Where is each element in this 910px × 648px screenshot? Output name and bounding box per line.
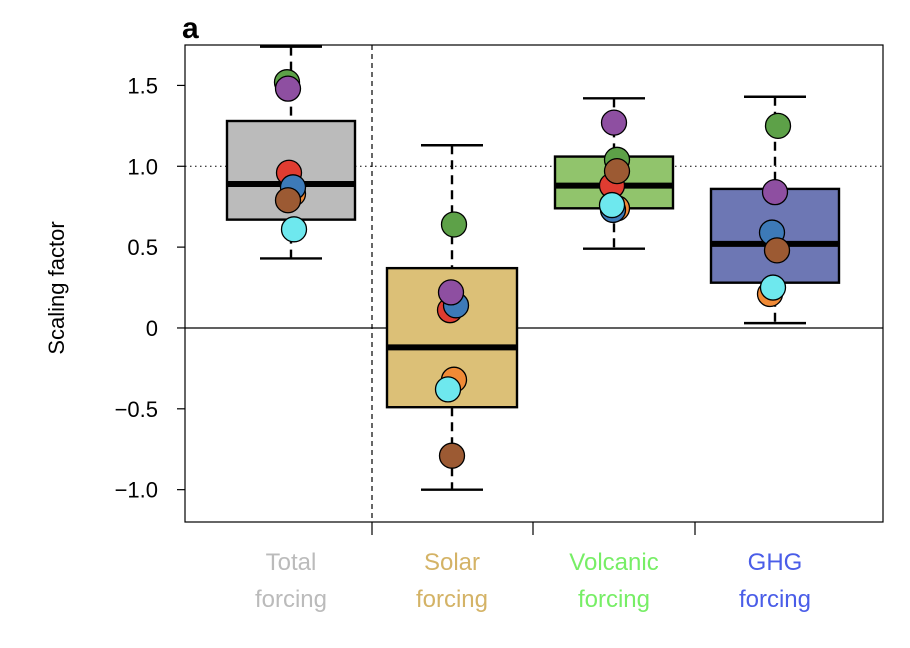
model-point-purple [761, 178, 789, 206]
model-point-purple [274, 75, 302, 102]
y-tick-label: −0.5 [115, 397, 158, 422]
model-point-purple [437, 279, 465, 306]
y-tick-label: 0.5 [127, 235, 158, 260]
model-point-cyan [434, 376, 462, 403]
category-label: Solar [424, 549, 480, 576]
model-point-brown [763, 237, 791, 264]
category-label: forcing [255, 586, 327, 613]
y-axis-title: Scaling factor [44, 221, 69, 354]
model-point-brown [603, 157, 631, 185]
category-labels: Total forcing Solar forcing Volcanic forcing G… [255, 522, 811, 613]
category-label: Total [266, 549, 317, 576]
plot-frame [184, 44, 884, 523]
model-point-cyan [759, 274, 787, 301]
model-point-cyan [280, 216, 308, 243]
box-group [385, 144, 519, 491]
model-point-purple [600, 109, 628, 136]
category-label: GHG [748, 549, 803, 576]
boxes [225, 45, 841, 491]
category-label: Volcanic [569, 549, 658, 576]
model-point-brown [438, 442, 466, 469]
model-point-brown [274, 187, 302, 214]
y-tick-label: 0 [146, 316, 158, 341]
y-tick-label: 1.5 [127, 73, 158, 98]
category-label: forcing [739, 586, 811, 613]
model-point-cyan [598, 191, 626, 219]
model-point-green [764, 112, 792, 139]
y-tick-label: 1.0 [127, 154, 158, 179]
box-group [225, 45, 357, 260]
y-axis: 1.5 1.0 0.5 0 −0.5 −1.0 [115, 73, 185, 503]
panel-label: a [182, 12, 199, 45]
category-label: forcing [416, 586, 488, 613]
model-point-green [440, 211, 468, 238]
category-label: forcing [578, 586, 650, 613]
model-points [273, 69, 792, 469]
y-tick-label: −1.0 [115, 478, 158, 503]
